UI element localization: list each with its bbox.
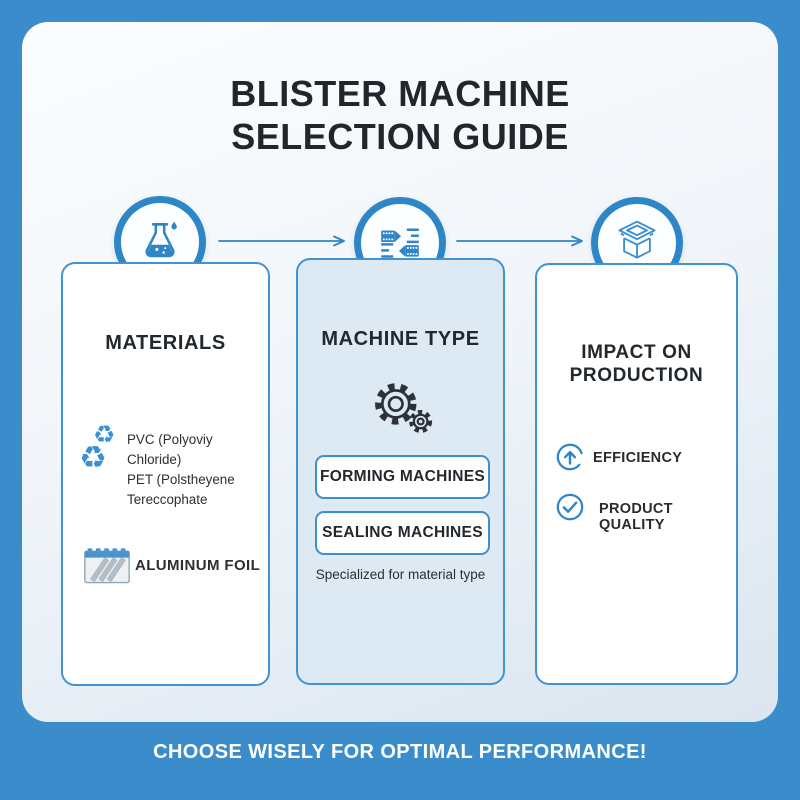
check-circle-icon: [555, 492, 585, 522]
impact-title-line2: PRODUCTION: [569, 365, 704, 386]
page-title: BLISTER MACHINE SELECTION GUIDE: [22, 72, 778, 158]
flask-icon: [137, 217, 183, 268]
footer-tagline: CHOOSE WISELY FOR OPTIMAL PERFORMANCE!: [153, 741, 647, 763]
aluminum-foil-label: ALUMINUM FOIL: [135, 557, 261, 574]
open-box-icon: [613, 217, 661, 270]
plastics-line-tereccophate: Tereccophate: [127, 492, 208, 507]
plastics-line-pet: PET (Polstheyene: [127, 472, 235, 487]
efficiency-label: EFFICIENCY: [593, 450, 683, 466]
forming-machines-button[interactable]: FORMING MACHINES: [315, 455, 490, 499]
materials-card: MATERIALS ♻♻ PVC (Polyoviy Chloride) PET…: [61, 262, 270, 686]
impact-title-line1: IMPACT ON: [581, 342, 692, 363]
machine-type-card: MACHINE TYPE FORMING MACHINES SEALING MA…: [296, 258, 505, 685]
page-title-line2: SELECTION GUIDE: [231, 116, 569, 157]
product-quality-label: PRODUCT QUALITY: [599, 501, 673, 533]
plastics-text: PVC (Polyoviy Chloride) PET (Polstheyene…: [127, 430, 269, 510]
materials-title: MATERIALS: [105, 332, 226, 354]
arrow-up-circle-icon: [555, 442, 585, 472]
flow-arrow-right-1: [218, 234, 348, 247]
sealing-machines-label: SEALING MACHINES: [322, 524, 483, 541]
flow-arrow-right-2: [456, 234, 586, 247]
forming-machines-label: FORMING MACHINES: [320, 468, 485, 485]
page-title-line1: BLISTER MACHINE: [230, 73, 570, 114]
infographic-canvas: BLISTER MACHINE SELECTION GUIDE: [22, 22, 778, 722]
sealing-machines-button[interactable]: SEALING MACHINES: [315, 511, 490, 555]
impact-card: IMPACT ON PRODUCTION EFFICIENCY PRODUCT …: [535, 263, 738, 685]
aluminum-foil-icon: [83, 544, 131, 591]
gears-icon: [368, 378, 436, 441]
machine-type-title: MACHINE TYPE: [321, 328, 480, 350]
impact-title: IMPACT ON PRODUCTION: [537, 341, 736, 387]
connectors-icon: [377, 218, 423, 269]
plastics-line-pvc: PVC (Polyoviy Chloride): [127, 432, 213, 467]
machine-type-caption: Specialized for material type: [315, 567, 486, 582]
